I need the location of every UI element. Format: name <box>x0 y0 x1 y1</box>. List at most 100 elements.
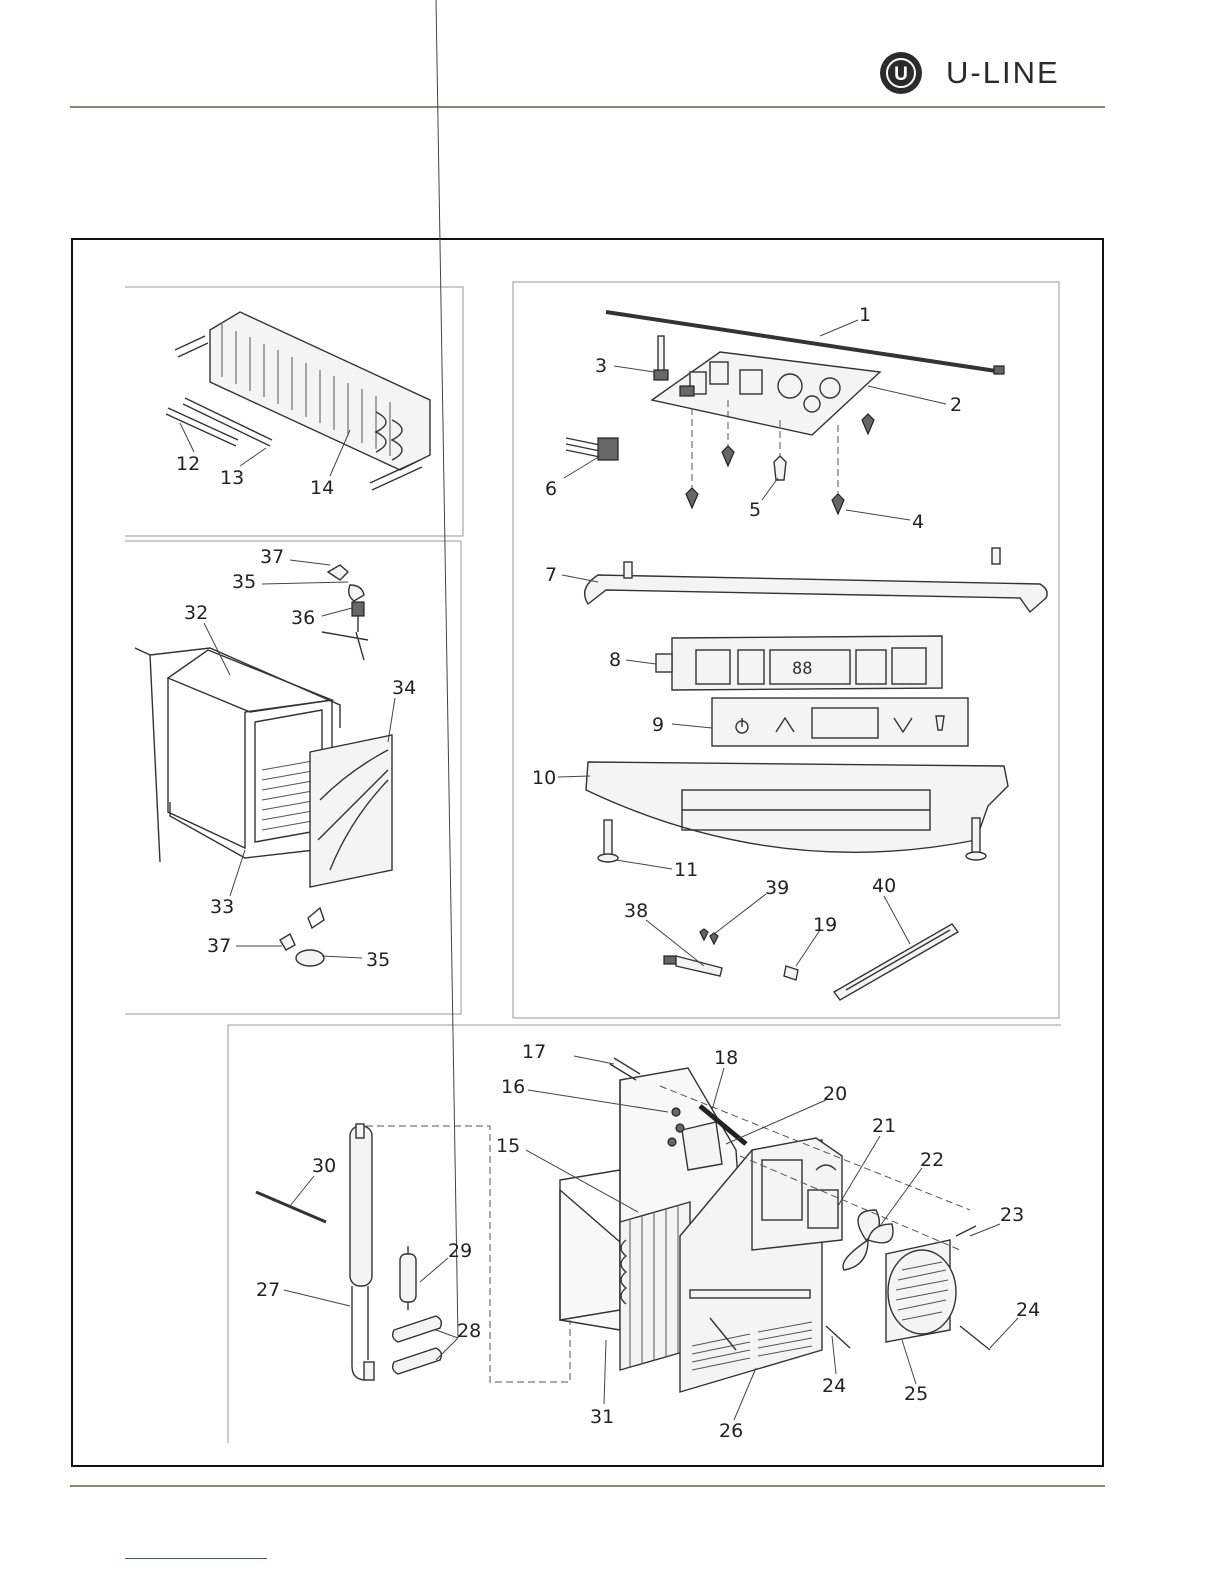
callout-7: 7 <box>545 564 557 586</box>
callout-31: 31 <box>590 1406 614 1428</box>
leader-21 <box>838 1136 880 1206</box>
callout-2: 2 <box>950 394 962 416</box>
callout-30: 30 <box>312 1155 336 1177</box>
callout-35-bottom: 35 <box>366 949 390 971</box>
callout-32: 32 <box>184 602 208 624</box>
callout-16: 16 <box>501 1076 525 1098</box>
leader-3 <box>614 366 654 372</box>
callout-5: 5 <box>749 499 761 521</box>
leader-4 <box>846 510 910 520</box>
callout-6: 6 <box>545 478 557 500</box>
leader-18 <box>712 1068 724 1110</box>
callout-23: 23 <box>1000 1204 1024 1226</box>
callout-15: 15 <box>496 1135 520 1157</box>
leader-24-right <box>990 1318 1018 1348</box>
callout-20: 20 <box>823 1083 847 1105</box>
leader-29 <box>420 1258 448 1282</box>
callout-8: 8 <box>609 649 621 671</box>
drier-part <box>400 1246 416 1310</box>
callout-36: 36 <box>291 607 315 629</box>
leader-26 <box>734 1368 756 1420</box>
leader-27 <box>284 1290 350 1306</box>
leader-35b <box>322 956 362 958</box>
leader-23 <box>970 1224 1000 1236</box>
leader-35a <box>262 582 348 584</box>
footer-link-underline <box>125 1558 267 1559</box>
callout-27: 27 <box>256 1279 280 1301</box>
callout-37-bottom: 37 <box>207 935 231 957</box>
leader-1 <box>820 320 858 336</box>
insulation-sleeves-part <box>393 1316 442 1374</box>
callout-4: 4 <box>912 511 924 533</box>
display-module-part: 88 <box>656 636 942 690</box>
standoff-part-5 <box>774 456 786 480</box>
leader-8 <box>626 660 656 664</box>
leader-12 <box>180 423 194 452</box>
leader-2 <box>868 386 946 404</box>
callout-38: 38 <box>624 900 648 922</box>
leader-20 <box>726 1100 826 1144</box>
switch-screws-39 <box>700 929 718 944</box>
leader-40 <box>884 896 910 944</box>
callout-39: 39 <box>765 877 789 899</box>
leader-33 <box>230 850 245 896</box>
hinge-part-bottom <box>280 908 324 966</box>
thermistor-part <box>784 966 798 980</box>
leader-39 <box>714 894 766 934</box>
callout-29: 29 <box>448 1240 472 1262</box>
accumulator-tube-part <box>350 1124 374 1380</box>
heater-element-part <box>834 924 958 1000</box>
leader-25 <box>902 1340 916 1384</box>
wire-harness-part <box>566 438 618 460</box>
leader-31 <box>604 1340 606 1404</box>
leader-28 <box>436 0 458 1338</box>
footer-rule <box>70 1485 1105 1487</box>
callout-11: 11 <box>674 859 698 881</box>
callout-24-right: 24 <box>1016 1299 1040 1321</box>
callout-3: 3 <box>595 355 607 377</box>
leader-5 <box>762 478 778 500</box>
control-board-part <box>652 352 880 435</box>
drawer-cabinet-part <box>135 648 340 862</box>
drawer-front-panel-part <box>310 735 392 887</box>
callout-35-top: 35 <box>232 571 256 593</box>
leader-10 <box>558 776 590 777</box>
callout-33: 33 <box>210 896 234 918</box>
top-trim-part <box>585 548 1047 612</box>
leader-24-left <box>832 1336 836 1374</box>
hinge-part-top <box>322 565 368 660</box>
leader-36 <box>322 608 352 616</box>
display-readout: 88 <box>792 659 812 679</box>
capillary-tube-part <box>256 1192 326 1222</box>
fan-grille-part <box>886 1240 956 1342</box>
callout-24-left: 24 <box>822 1375 846 1397</box>
callout-14: 14 <box>310 477 334 499</box>
leader-13 <box>240 448 266 466</box>
leader-32 <box>204 623 230 675</box>
callout-25: 25 <box>904 1383 928 1405</box>
callout-10: 10 <box>532 767 556 789</box>
leader-37a <box>290 560 330 565</box>
leader-6 <box>564 456 600 478</box>
callout-17: 17 <box>522 1041 546 1063</box>
callout-9: 9 <box>652 714 664 736</box>
callout-21: 21 <box>872 1115 896 1137</box>
leader-9 <box>672 724 712 728</box>
keypad-overlay-part <box>712 698 968 746</box>
connector-part-3 <box>654 336 668 380</box>
callout-13: 13 <box>220 467 244 489</box>
callout-12: 12 <box>176 453 200 475</box>
control-bezel-part <box>586 762 1008 852</box>
callout-37-top: 37 <box>260 546 284 568</box>
callout-22: 22 <box>920 1149 944 1171</box>
callout-28: 28 <box>457 1320 481 1342</box>
callout-19: 19 <box>813 914 837 936</box>
leader-17 <box>574 1056 614 1064</box>
leader-30 <box>290 1176 314 1206</box>
callout-1: 1 <box>859 304 871 326</box>
callout-40: 40 <box>872 875 896 897</box>
callout-18: 18 <box>714 1047 738 1069</box>
callout-34: 34 <box>392 677 416 699</box>
door-switch-part <box>664 956 722 976</box>
